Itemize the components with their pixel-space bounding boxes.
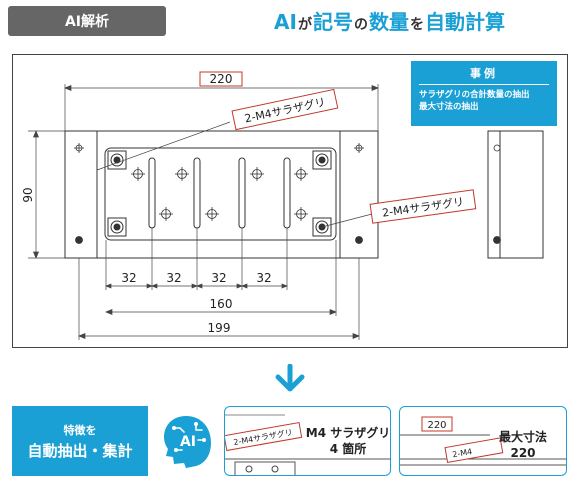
result1-text: M4 サラザグリ 4 箇所 — [303, 425, 391, 457]
bolt-hole — [355, 236, 363, 244]
title-part: AI — [274, 10, 297, 34]
cs-hole-center — [113, 223, 121, 231]
crosshair-hole — [159, 207, 173, 221]
cs-hole-frame — [107, 150, 127, 170]
result2-line: 最大寸法 — [498, 430, 547, 444]
crosshair-hole — [131, 167, 145, 181]
cs-hole — [110, 153, 124, 167]
feature-box: 特徴を 自動抽出・集計 — [12, 406, 148, 476]
countersink-label-a: 2-M4サラザグリ — [231, 88, 339, 131]
example-callout: 事例 サラザグリの合計数量の抽出 最大寸法の抽出 — [411, 61, 557, 126]
callout-title: 事例 — [419, 65, 549, 85]
result-card-max-dim: 220 2-M4 最大寸法 220 — [399, 406, 567, 476]
result-card-countersink: 2-M4サラザグリ M4 サラザグリ 4 箇所 — [224, 406, 391, 476]
inner-plate — [104, 147, 337, 241]
title-part: 数量 — [368, 10, 409, 34]
cs-hole — [315, 220, 329, 234]
dim-199: 199 — [208, 321, 231, 335]
callout-line: 最大寸法の抽出 — [419, 102, 479, 112]
title-part: の — [353, 17, 368, 33]
result-thumbnail: 220 2-M4 — [400, 416, 566, 466]
drawing-frame — [12, 54, 568, 348]
ai-analysis-badge: AI解析 — [8, 6, 166, 36]
bolt-hole — [493, 236, 501, 244]
title-part: が — [297, 17, 312, 33]
dim-32: 32 — [256, 271, 271, 285]
ai-label: AI — [180, 434, 196, 450]
callout-line: サラザグリの合計数量の抽出 — [419, 90, 530, 100]
result2-text: 最大寸法 220 — [484, 429, 562, 461]
dim-32: 32 — [211, 271, 226, 285]
title-part: 自動計算 — [424, 10, 505, 34]
slot — [238, 157, 246, 229]
bolt-hole — [74, 143, 84, 153]
side-view — [487, 130, 544, 259]
ai-brain-icon: AI — [164, 416, 211, 468]
slot — [283, 157, 291, 229]
dim-90: 90 — [21, 187, 35, 202]
feature-big-text: 自動抽出・集計 — [27, 441, 133, 460]
dim-32: 32 — [121, 271, 136, 285]
bolt-hole — [354, 143, 364, 153]
slot — [193, 157, 201, 229]
slot — [148, 157, 156, 229]
dim-32: 32 — [166, 271, 181, 285]
dim-220: 220 — [210, 72, 233, 86]
page-title: AI が 記号 の 数量 を 自動計算 — [200, 6, 579, 36]
crosshair-hole — [205, 207, 219, 221]
bolt-hole — [75, 236, 83, 244]
highlight-220 — [199, 71, 243, 87]
crosshair-hole — [294, 207, 308, 221]
cs-hole-frame — [312, 217, 332, 237]
result1-line: M4 サラザグリ — [305, 426, 391, 440]
feature-small-text: 特徴を — [63, 423, 97, 437]
crosshair-hole — [175, 167, 189, 181]
cs-hole-frame — [312, 150, 332, 170]
result2-line: 220 — [510, 446, 536, 460]
dim-160: 160 — [210, 297, 233, 311]
result-label: 2-M4 — [452, 447, 473, 459]
arrow-down-icon — [275, 364, 305, 392]
cs-hole — [110, 220, 124, 234]
technical-drawing: 220 90 32 32 32 32 160 199 2-M4サラザグリ 2-M… — [21, 71, 544, 340]
countersink-label-b: 2-M4サラザグリ — [369, 189, 477, 224]
result-thumbnail: 2-M4サラザグリ — [225, 414, 390, 475]
bolt-hole — [493, 144, 501, 152]
result2-dim: 220 — [427, 420, 446, 431]
result1-line: 4 箇所 — [329, 442, 367, 456]
cs-hole — [315, 153, 329, 167]
title-part: を — [409, 17, 424, 33]
crosshair-hole — [294, 167, 308, 181]
crosshair-hole — [250, 167, 264, 181]
title-part: 記号 — [312, 10, 353, 34]
cs-hole-center — [318, 156, 326, 164]
plate-outline — [64, 130, 379, 259]
cs-hole-frame — [107, 217, 127, 237]
countersink-text: 2-M4サラザグリ — [243, 95, 327, 126]
